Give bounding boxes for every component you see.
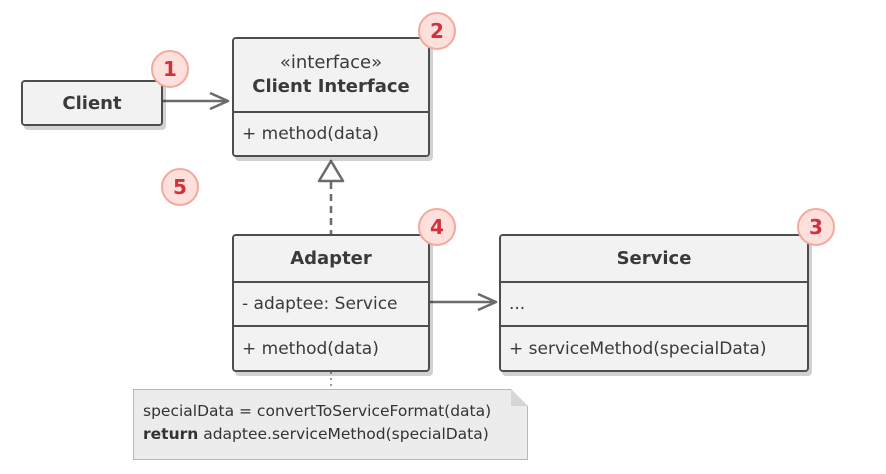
service-method: + serviceMethod(specialData) xyxy=(509,338,767,359)
client-to-interface-arrow xyxy=(163,91,230,111)
adapter-method-row: + method(data) xyxy=(234,325,428,370)
step-badge-3: 3 xyxy=(797,208,835,246)
client-interface-header: «interface» Client Interface xyxy=(234,39,428,111)
step-badge-1: 1 xyxy=(151,50,189,88)
note-return-keyword: return xyxy=(143,425,199,443)
adapter-title: Adapter xyxy=(290,248,372,269)
service-method-row: + serviceMethod(specialData) xyxy=(501,325,807,370)
adapter-to-service-arrow xyxy=(430,292,498,312)
adapter-field: - adaptee: Service xyxy=(242,294,398,314)
adapter-field-row: - adaptee: Service xyxy=(234,281,428,325)
code-note: specialData = convertToServiceFormat(dat… xyxy=(133,389,528,460)
adapter-implements-interface-arrow xyxy=(317,159,345,234)
client-class: Client xyxy=(21,80,163,126)
service-title: Service xyxy=(616,248,692,269)
step-badge-2: 2 xyxy=(418,12,456,50)
service-header: Service xyxy=(501,236,807,281)
client-interface-method-row: + method(data) xyxy=(234,111,428,155)
client-interface-class: «interface» Client Interface + method(da… xyxy=(232,37,430,157)
service-field: ... xyxy=(509,294,526,314)
step-badge-4: 4 xyxy=(418,208,456,246)
service-class: Service ... + serviceMethod(specialData) xyxy=(499,234,809,372)
interface-stereotype: «interface» xyxy=(279,52,383,73)
service-field-row: ... xyxy=(501,281,807,325)
client-interface-title: Client Interface xyxy=(252,76,410,97)
adapter-header: Adapter xyxy=(234,236,428,281)
step-badge-5: 5 xyxy=(161,168,199,206)
client-header: Client xyxy=(23,82,161,124)
note-return-expression: adaptee.serviceMethod(specialData) xyxy=(198,425,489,443)
note-line-2: return adaptee.serviceMethod(specialData… xyxy=(143,423,527,446)
adapter-method: + method(data) xyxy=(242,338,379,359)
client-title: Client xyxy=(62,92,122,114)
adapter-class: Adapter - adaptee: Service + method(data… xyxy=(232,234,430,372)
client-interface-method: + method(data) xyxy=(242,124,379,144)
note-line-1: specialData = convertToServiceFormat(dat… xyxy=(143,402,492,420)
